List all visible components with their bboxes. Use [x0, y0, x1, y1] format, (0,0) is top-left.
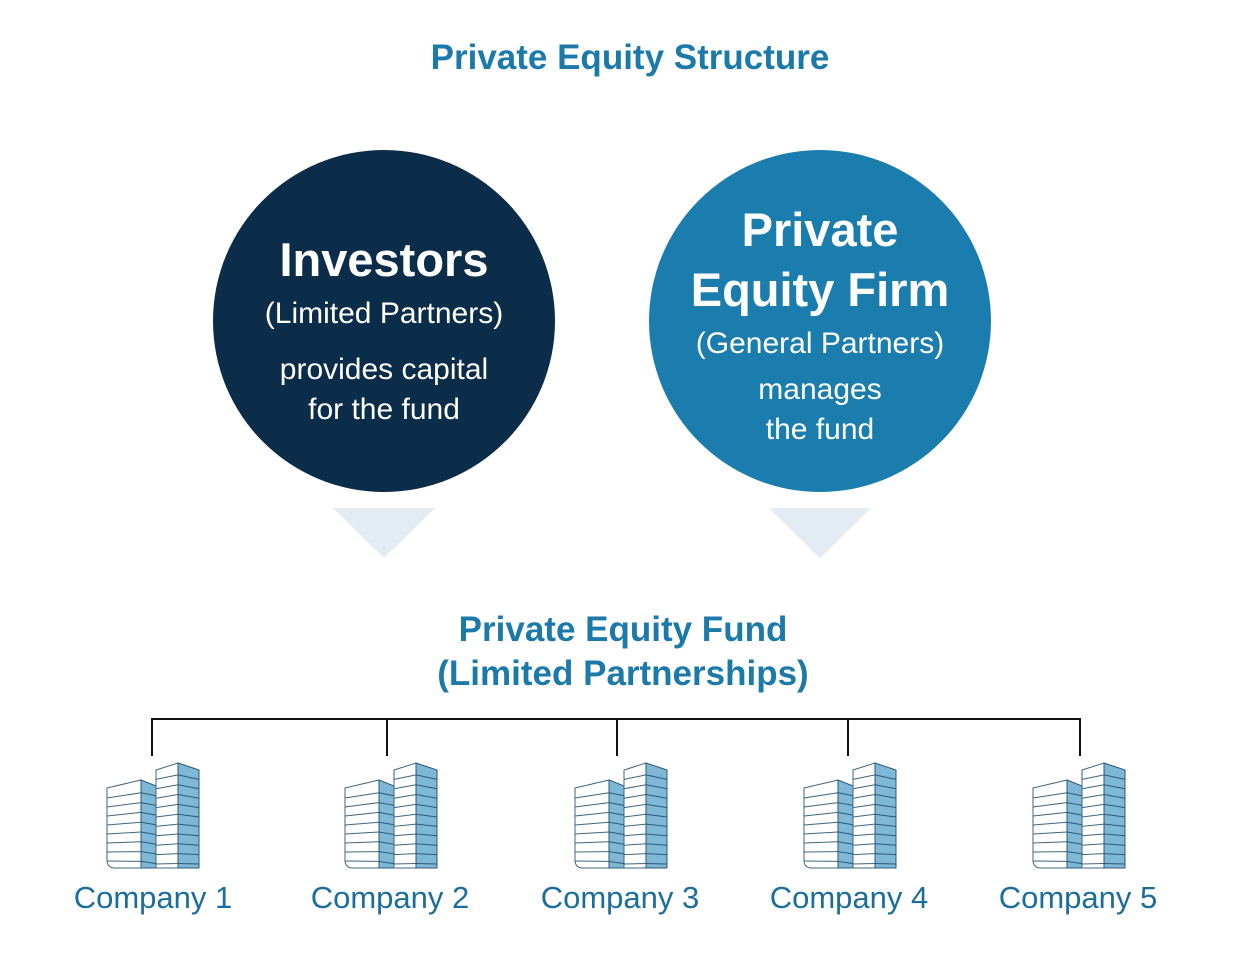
building-icon: [1032, 762, 1126, 869]
arrow-down-icon: [333, 508, 435, 558]
investors-subtitle: (Limited Partners): [264, 297, 504, 330]
company-label: Company 1: [73, 880, 233, 915]
fund-label: Private Equity Fund (Limited Partnership…: [0, 608, 1246, 696]
building-icon: [803, 762, 897, 869]
company-label: Company 5: [998, 880, 1158, 915]
firm-title-1: Private: [741, 203, 899, 256]
company-label: Company 3: [540, 880, 700, 915]
firm-title-2: Equity Firm: [690, 263, 950, 316]
fund-line-2: (Limited Partnerships): [437, 654, 809, 693]
building-icon: [574, 762, 668, 869]
building-icon: [106, 762, 200, 869]
firm-subtitle: (General Partners): [695, 327, 945, 360]
firm-circle: Private Equity Firm (General Partners) m…: [649, 150, 991, 492]
fund-line-1: Private Equity Fund: [458, 610, 788, 649]
arrow-down-icon: [769, 508, 871, 558]
investors-desc-1: provides capital: [279, 353, 489, 386]
investors-circle: Investors (Limited Partners) provides ca…: [213, 150, 555, 492]
company-label: Company 2: [310, 880, 470, 915]
diagram-title: Private Equity Structure: [430, 38, 830, 77]
firm-desc-1: manages: [758, 373, 882, 406]
firm-desc-2: the fund: [765, 413, 875, 446]
investors-title: Investors: [279, 233, 489, 286]
investors-desc-2: for the fund: [308, 393, 460, 426]
company-label: Company 4: [769, 880, 929, 915]
building-icon: [344, 762, 438, 869]
